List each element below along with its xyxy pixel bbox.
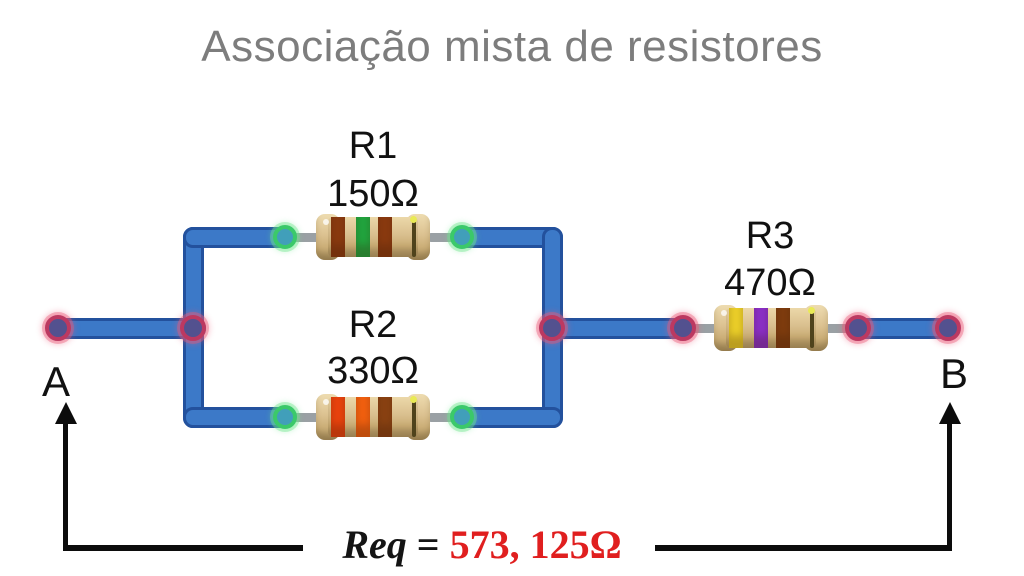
resistor-r2 <box>316 394 430 440</box>
bracket-left-vertical <box>63 420 68 551</box>
color-band <box>331 217 345 257</box>
arrow-up-right-icon <box>939 402 961 424</box>
arrow-up-left-icon <box>55 402 77 424</box>
color-band <box>356 217 370 257</box>
terminal-node-b <box>935 315 961 341</box>
highlight-glint <box>323 399 329 405</box>
resistor-r3-lead-right <box>824 324 865 333</box>
terminal-b-label: B <box>939 350 968 397</box>
connector-r2-left <box>273 405 297 429</box>
resistor-r2-name: R2 <box>348 304 398 346</box>
color-band <box>754 308 768 348</box>
equation-value: 573, 125Ω <box>449 522 622 567</box>
bracket-left-horizontal <box>63 545 303 551</box>
equation-label: Req <box>342 522 407 567</box>
highlight-glint <box>721 310 727 316</box>
terminal-a-label: A <box>41 358 70 405</box>
equation-equals: = <box>406 522 450 567</box>
node-r3-left <box>670 315 696 341</box>
color-band <box>378 397 392 437</box>
resistor-r3-value: 470Ω <box>724 262 816 304</box>
resistor-r3 <box>714 305 828 351</box>
tolerance-band <box>412 218 416 257</box>
junction-node-left <box>180 315 206 341</box>
resistor-r1-value: 150Ω <box>327 173 419 215</box>
tolerance-band-dot <box>808 307 815 314</box>
resistor-r1-lead-left <box>283 233 320 242</box>
resistor-r2-lead-right <box>427 413 467 422</box>
resistor-r3-lead-left <box>678 324 719 333</box>
terminal-node-a <box>45 315 71 341</box>
resistor-r1-lead-right <box>427 233 467 242</box>
color-band <box>331 397 345 437</box>
node-r3-right <box>845 315 871 341</box>
junction-node-right <box>539 315 565 341</box>
resistor-r1-name: R1 <box>348 125 398 167</box>
color-band <box>776 308 790 348</box>
connector-r1-right <box>450 225 474 249</box>
tolerance-band-dot <box>410 396 417 403</box>
color-band <box>378 217 392 257</box>
bracket-right-vertical <box>947 420 952 551</box>
highlight-glint <box>323 219 329 225</box>
bracket-right-horizontal <box>655 545 952 551</box>
connector-r2-right <box>450 405 474 429</box>
tolerance-band <box>412 398 416 437</box>
resistor-r2-lead-left <box>283 413 320 422</box>
color-band <box>356 397 370 437</box>
page-title: Associação mista de resistores <box>201 22 823 71</box>
equivalent-resistance-equation: Req = 573, 125Ω <box>287 521 677 568</box>
tolerance-band <box>810 309 814 348</box>
color-band <box>729 308 743 348</box>
tolerance-band-dot <box>410 216 417 223</box>
connector-r1-left <box>273 225 297 249</box>
resistor-r2-value: 330Ω <box>327 350 419 392</box>
resistor-r3-name: R3 <box>745 215 795 257</box>
resistor-r1 <box>316 214 430 260</box>
